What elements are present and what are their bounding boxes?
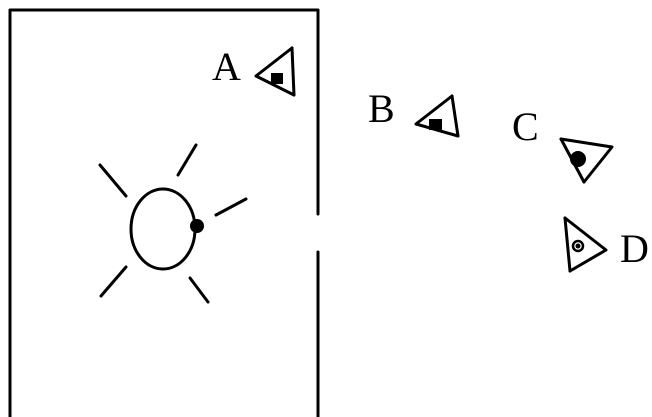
eye-d-pupil-center	[575, 243, 581, 249]
room-outline	[8, 8, 320, 417]
ray-right	[214, 197, 248, 217]
eye-a-lids	[254, 46, 296, 97]
sun-icon	[98, 143, 248, 304]
eye-a-pupil	[271, 73, 283, 84]
light-source-circle	[129, 187, 197, 271]
eye-icon	[414, 94, 460, 138]
light-source-dot	[190, 219, 204, 233]
observer-d: D	[563, 216, 649, 273]
eye-b-back	[450, 94, 460, 138]
ray-lower-right	[188, 276, 210, 304]
eye-d-back	[563, 216, 572, 273]
eye-icon	[563, 216, 608, 273]
room-wall-top-left	[8, 8, 320, 417]
eye-icon	[254, 46, 296, 97]
eye-a-back	[290, 46, 296, 97]
ray-top	[176, 143, 198, 177]
eye-d-pupil	[571, 239, 585, 253]
observer-a: A	[212, 44, 296, 97]
observer-c: C	[512, 104, 614, 184]
eye-c-pupil	[570, 151, 586, 167]
eye-c-lids	[559, 137, 614, 184]
eye-b-lids	[414, 94, 460, 138]
eye-icon	[559, 137, 614, 184]
label-a: A	[212, 44, 241, 89]
label-c: C	[512, 104, 539, 149]
eye-d-lids	[563, 216, 608, 273]
label-b: B	[368, 86, 395, 131]
label-d: D	[620, 226, 649, 271]
ray-upper-left	[98, 163, 128, 198]
observer-b: B	[368, 86, 460, 138]
ray-lower-left	[99, 265, 128, 298]
eye-b-pupil	[429, 119, 442, 130]
